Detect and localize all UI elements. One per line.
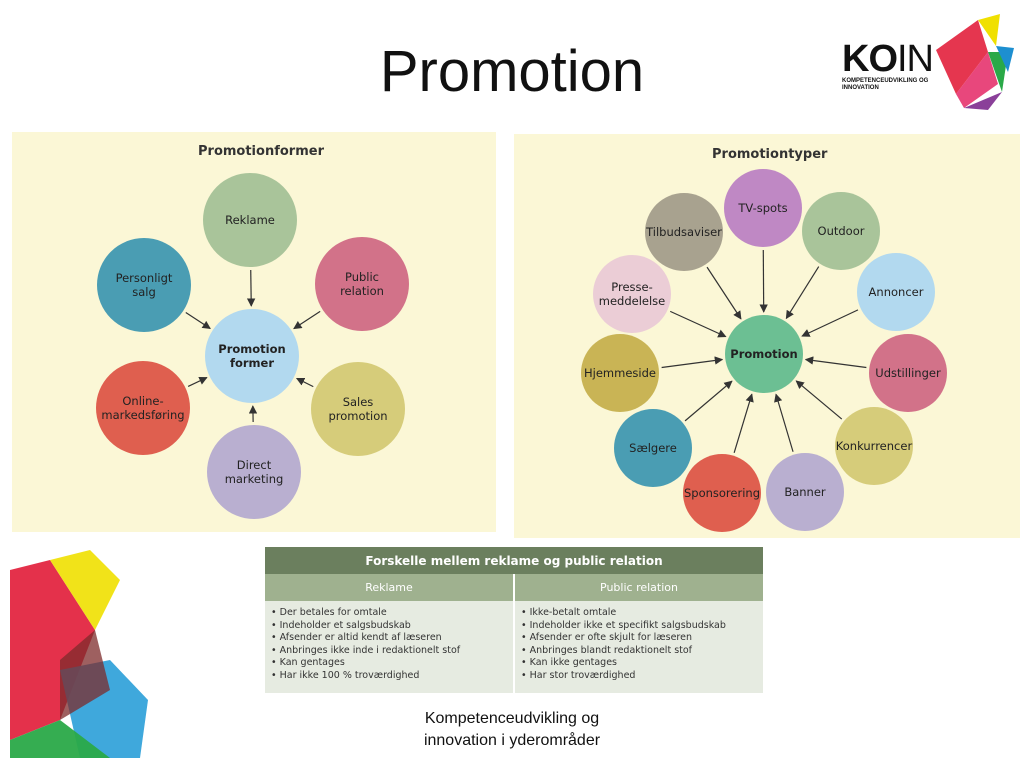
promotionformer-node: Direct marketing xyxy=(207,425,301,519)
table-col-reklame: Der betales for omtale Indeholder et sal… xyxy=(265,601,515,693)
list-item: Kan gentages xyxy=(271,657,507,670)
promotiontyper-arrow xyxy=(684,380,733,422)
promotiontyper-arrow xyxy=(706,266,742,320)
promotiontyper-arrow xyxy=(785,266,820,320)
promotiontyper-node: Banner xyxy=(766,453,844,531)
list-item: Indeholder ikke et specifikt salgsbudska… xyxy=(521,620,757,633)
promotionformer-title: Promotionformer xyxy=(198,144,324,159)
logo-wordmark: KOIN xyxy=(842,38,934,80)
table-header-reklame: Reklame xyxy=(265,574,515,601)
table-header-row: Reklame Public relation xyxy=(265,574,763,601)
promotionformer-node: Online- markedsføring xyxy=(96,361,190,455)
promotiontyper-arrow xyxy=(661,356,724,369)
promotiontyper-arrow xyxy=(795,380,843,420)
promotiontyper-node: Hjemmeside xyxy=(581,334,659,412)
promotionformer-node: Reklame xyxy=(203,173,297,267)
comparison-table: Forskelle mellem reklame og public relat… xyxy=(265,547,763,693)
promotionformer-arrow xyxy=(295,377,314,388)
list-item: Afsender er altid kendt af læseren xyxy=(271,632,507,645)
promotiontyper-node: Presse- meddelelse xyxy=(593,255,671,333)
promotiontyper-node: Tilbudsaviser xyxy=(645,193,723,271)
slide-title: Promotion xyxy=(379,39,645,104)
promotiontyper-node: TV-spots xyxy=(724,169,802,247)
promotiontyper-node: Konkurrencer xyxy=(835,407,913,485)
promotiontyper-title: Promotiontyper xyxy=(712,147,828,162)
promotiontyper-node: Udstillinger xyxy=(869,334,947,412)
promotionformer-arrow xyxy=(185,311,211,330)
left-diagram-arrows xyxy=(185,269,321,423)
footer-text: Kompetenceudvikling og innovation i yder… xyxy=(380,708,644,752)
list-item: Har stor troværdighed xyxy=(521,670,757,683)
corner-decoration xyxy=(10,550,148,758)
list-item: Ikke-betalt omtale xyxy=(521,607,757,620)
list-item: Har ikke 100 % troværdighed xyxy=(271,670,507,683)
promotionformer-arrow xyxy=(293,310,321,330)
promotionformer-node: Personligt salg xyxy=(97,238,191,332)
promotiontyper-arrow xyxy=(669,310,727,338)
koin-logo: KOIN KOMPETENCEUDVIKLING OG INNOVATION xyxy=(838,12,1018,110)
promotiontyper-node: Annoncer xyxy=(857,253,935,331)
promotiontyper-arrow xyxy=(801,309,859,337)
promotiontyper-arrow xyxy=(804,356,867,369)
list-item: Indeholder et salgsbudskab xyxy=(271,620,507,633)
promotiontyper-center-node: Promotion xyxy=(725,315,803,393)
list-item: Anbringes ikke inde i redaktionelt stof xyxy=(271,645,507,658)
promotiontyper-node: Sælgere xyxy=(614,409,692,487)
promotiontyper-arrow xyxy=(733,393,754,453)
promotionformer-center-node: Promotion former xyxy=(205,309,299,403)
footer-line-2: innovation i yderområder xyxy=(423,732,601,749)
footer-line-1: Kompetenceudvikling og xyxy=(424,710,600,727)
logo-subtitle: KOMPETENCEUDVIKLING OG INNOVATION xyxy=(842,78,929,91)
list-item: Der betales for omtale xyxy=(271,607,507,620)
table-header-public-relation: Public relation xyxy=(515,574,763,601)
right-diagram-arrows xyxy=(661,249,867,453)
promotiontyper-arrow xyxy=(774,393,794,452)
promotiontyper-node: Sponsorering xyxy=(683,454,761,532)
promotionformer-arrow xyxy=(246,269,256,307)
table-body-row: Der betales for omtale Indeholder et sal… xyxy=(265,601,763,693)
promotionformer-node: Public relation xyxy=(315,237,409,331)
list-item: Afsender er ofte skjult for læseren xyxy=(521,632,757,645)
table-title: Forskelle mellem reklame og public relat… xyxy=(265,547,763,574)
table-col-public-relation: Ikke-betalt omtale Indeholder ikke et sp… xyxy=(515,601,763,693)
promotionformer-node: Sales promotion xyxy=(311,362,405,456)
list-item: Anbringes blandt redaktionelt stof xyxy=(521,645,757,658)
promotiontyper-node: Outdoor xyxy=(802,192,880,270)
promotionformer-arrow xyxy=(187,376,208,388)
list-item: Kan ikke gentages xyxy=(521,657,757,670)
